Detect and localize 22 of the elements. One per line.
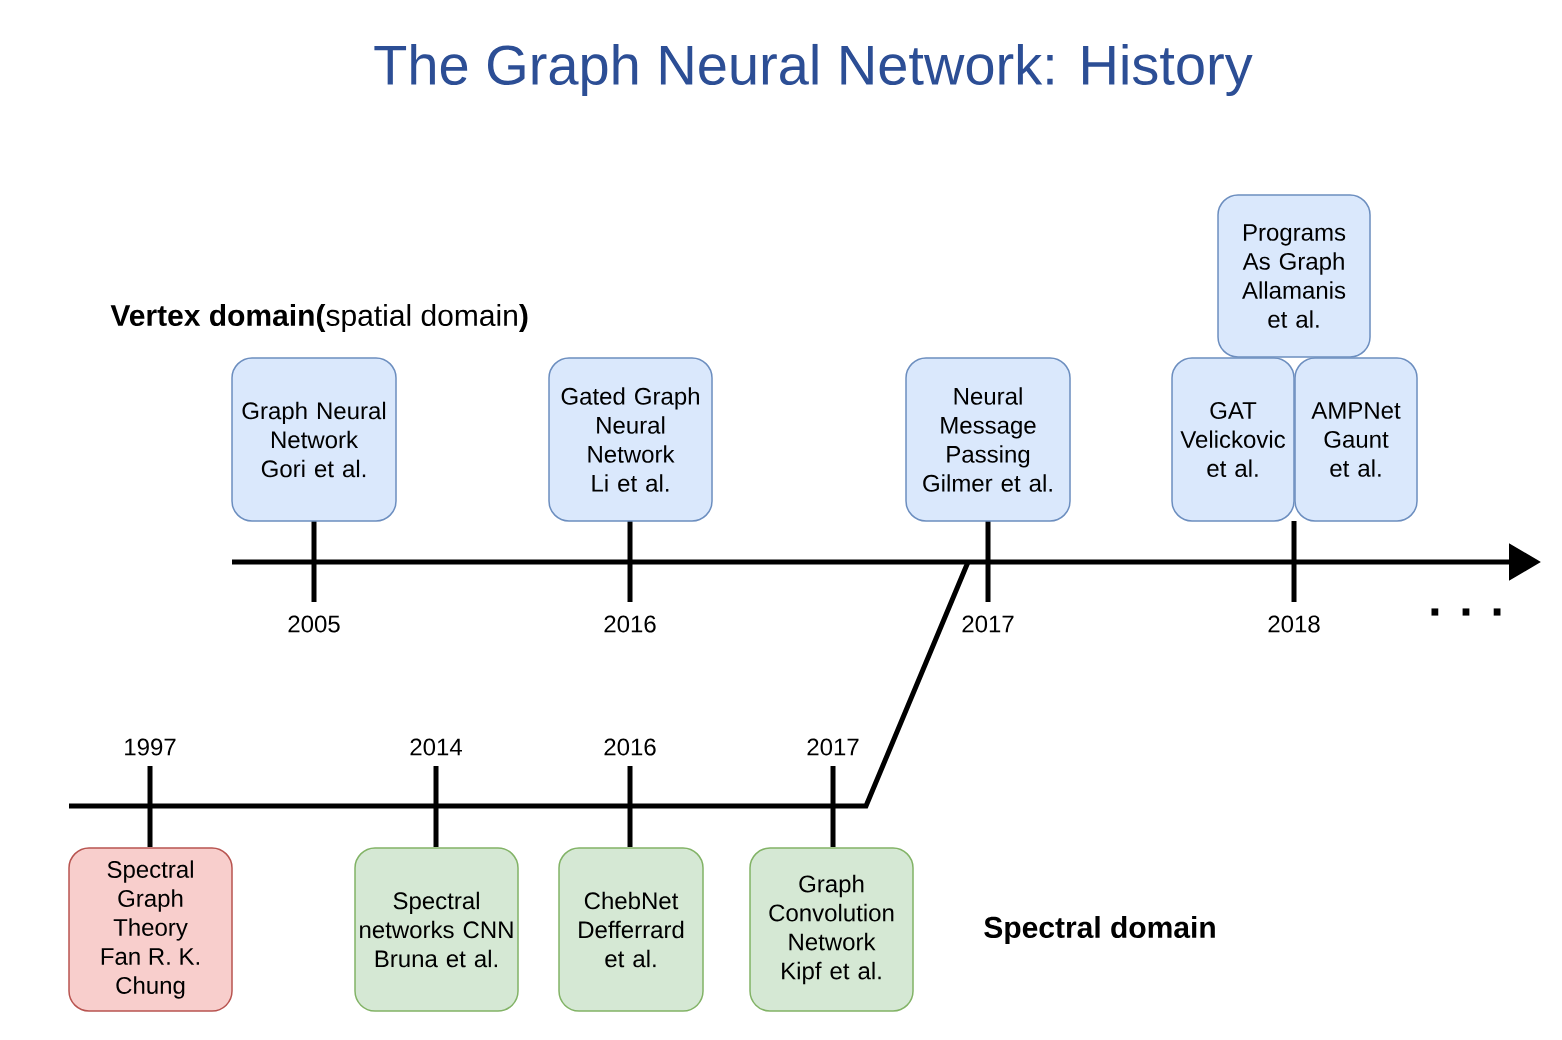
event-box: GAT Velickovic et al. [1171, 357, 1295, 522]
event-box: Spectral Graph Theory Fan R. K. Chung [68, 847, 233, 1012]
section-label: Spectral domain [984, 916, 1215, 944]
year-label: 2005 [288, 615, 340, 633]
year-label: 2016 [604, 738, 656, 756]
event-box: AMPNet Gaunt et al. [1294, 357, 1418, 522]
event-box: Neural Message Passing Gilmer et al. [905, 357, 1071, 522]
event-box: Graph Convolution Network Kipf et al. [749, 847, 914, 1012]
event-box: Gated Graph Neural Network Li et al. [548, 357, 713, 522]
year-label: 2016 [604, 615, 656, 633]
year-label: 1997 [125, 738, 176, 756]
event-box: ChebNet Defferrard et al. [558, 847, 704, 1012]
section-label: Vertex domain(spatial domain) [110, 304, 528, 332]
year-label: 2017 [962, 615, 1014, 633]
year-label: 2018 [1268, 615, 1320, 633]
event-box: Graph Neural Network Gori et al. [231, 357, 397, 522]
ellipsis: . . . [1431, 608, 1501, 616]
event-box: Programs As Graph Allamanis et al. [1217, 194, 1371, 358]
year-label: 2017 [807, 738, 859, 756]
title: The Graph Neural Network: History [374, 43, 1253, 97]
event-box: Spectral networks CNN Bruna et al. [354, 847, 519, 1012]
year-label: 2014 [410, 738, 462, 756]
